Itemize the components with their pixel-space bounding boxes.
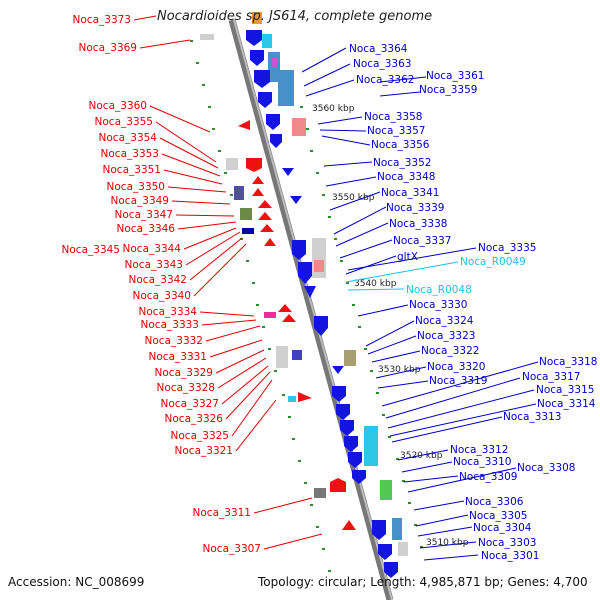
label-noca-3343: Noca_3343 — [125, 259, 183, 271]
left-feature-blocks — [200, 34, 326, 498]
label-noca-3306: Noca_3306 — [465, 496, 524, 508]
label-noca-3301: Noca_3301 — [481, 550, 539, 562]
label-noca-r0049: Noca_R0049 — [460, 256, 526, 268]
label-noca-3362: Noca_3362 — [356, 74, 414, 86]
label-noca-3352: Noca_3352 — [373, 157, 431, 169]
label-noca-3342: Noca_3342 — [129, 274, 187, 286]
label-noca-3345: Noca_3345 — [62, 244, 120, 256]
reverse-genes — [246, 30, 398, 578]
accession-text: Accession: NC_008699 — [8, 575, 144, 589]
chart-title: Nocardioides sp. JS614, complete genome — [157, 9, 432, 24]
kbp-3550: 3550 kbp — [332, 193, 375, 203]
kbp-markers: 3560 kbp 3550 kbp 3540 kbp 3530 kbp 3520… — [312, 104, 469, 548]
left-label-texts: Noca_3373 Noca_3369 Noca_3360 Noca_3355 … — [62, 14, 261, 555]
label-noca-3326: Noca_3326 — [165, 413, 224, 425]
label-noca-3341: Noca_3341 — [381, 187, 439, 199]
label-noca-3351: Noca_3351 — [103, 164, 161, 176]
label-noca-3312: Noca_3312 — [450, 444, 508, 456]
label-noca-3304: Noca_3304 — [473, 522, 532, 534]
label-noca-3357: Noca_3357 — [367, 125, 425, 137]
label-noca-3303: Noca_3303 — [478, 537, 536, 549]
label-noca-3356: Noca_3356 — [371, 139, 430, 151]
label-noca-3339: Noca_3339 — [386, 202, 444, 214]
kbp-3510: 3510 kbp — [426, 538, 469, 548]
label-noca-3335: Noca_3335 — [478, 242, 536, 254]
label-noca-3309: Noca_3309 — [459, 471, 517, 483]
label-noca-3328: Noca_3328 — [157, 382, 215, 394]
label-noca-3334: Noca_3334 — [139, 306, 198, 318]
label-noca-3346: Noca_3346 — [117, 223, 176, 235]
label-noca-3310: Noca_3310 — [453, 456, 511, 468]
label-noca-3354: Noca_3354 — [99, 132, 158, 144]
right-labels — [301, 47, 539, 561]
label-noca-3338: Noca_3338 — [389, 218, 447, 230]
genome-backbone — [228, 19, 394, 600]
label-noca-3347: Noca_3347 — [115, 209, 173, 221]
kbp-3560: 3560 kbp — [312, 104, 355, 114]
label-noca-3307: Noca_3307 — [203, 543, 261, 555]
label-noca-3333: Noca_3333 — [141, 319, 199, 331]
label-noca-3361: Noca_3361 — [426, 70, 484, 82]
label-noca-3363: Noca_3363 — [353, 58, 411, 70]
label-noca-3327: Noca_3327 — [161, 398, 219, 410]
label-noca-3313: Noca_3313 — [503, 411, 561, 423]
label-noca-3305: Noca_3305 — [469, 510, 527, 522]
label-noca-3355: Noca_3355 — [95, 116, 153, 128]
label-noca-3321: Noca_3321 — [175, 445, 233, 457]
label-noca-3331: Noca_3331 — [149, 351, 207, 363]
tick-dots-right — [300, 106, 423, 548]
label-noca-3359: Noca_3359 — [419, 84, 477, 96]
label-noca-3330: Noca_3330 — [409, 299, 467, 311]
label-noca-3329: Noca_3329 — [155, 367, 213, 379]
label-noca-3360: Noca_3360 — [89, 100, 147, 112]
label-noca-3348: Noca_3348 — [377, 171, 435, 183]
label-noca-3320: Noca_3320 — [427, 361, 485, 373]
label-noca-3322: Noca_3322 — [421, 345, 479, 357]
label-noca-3323: Noca_3323 — [417, 330, 475, 342]
label-noca-3315: Noca_3315 — [536, 384, 594, 396]
label-noca-3340: Noca_3340 — [133, 290, 191, 302]
label-noca-3325: Noca_3325 — [171, 430, 229, 442]
tick-dots-left — [190, 40, 331, 572]
label-noca-3350: Noca_3350 — [107, 181, 165, 193]
label-noca-3358: Noca_3358 — [364, 111, 422, 123]
label-noca-3324: Noca_3324 — [415, 315, 474, 327]
label-noca-3311: Noca_3311 — [193, 507, 251, 519]
label-noca-3337: Noca_3337 — [393, 235, 451, 247]
label-gltx: gltX — [397, 251, 418, 263]
topology-text: Topology: circular; Length: 4,985,871 bp… — [257, 575, 588, 589]
feature-bands — [252, 12, 408, 556]
label-noca-3319: Noca_3319 — [429, 375, 487, 387]
label-noca-3349: Noca_3349 — [111, 195, 169, 207]
kbp-3520: 3520 kbp — [400, 451, 443, 461]
label-noca-3373: Noca_3373 — [73, 14, 131, 26]
forward-genes — [238, 120, 356, 530]
label-noca-3308: Noca_3308 — [517, 462, 575, 474]
label-noca-3344: Noca_3344 — [123, 243, 182, 255]
right-label-texts: Noca_3364 Noca_3363 Noca_3362 Noca_3361 … — [349, 43, 597, 562]
label-noca-3353: Noca_3353 — [101, 148, 159, 160]
label-noca-3317: Noca_3317 — [522, 371, 580, 383]
label-noca-r0048: Noca_R0048 — [406, 284, 472, 296]
label-noca-3314: Noca_3314 — [537, 398, 596, 410]
label-noca-3318: Noca_3318 — [539, 356, 597, 368]
left-labels — [133, 15, 323, 550]
label-noca-3364: Noca_3364 — [349, 43, 408, 55]
kbp-3530: 3530 kbp — [378, 365, 421, 375]
label-noca-3369: Noca_3369 — [79, 42, 137, 54]
label-noca-3332: Noca_3332 — [145, 335, 203, 347]
kbp-3540: 3540 kbp — [354, 279, 397, 289]
